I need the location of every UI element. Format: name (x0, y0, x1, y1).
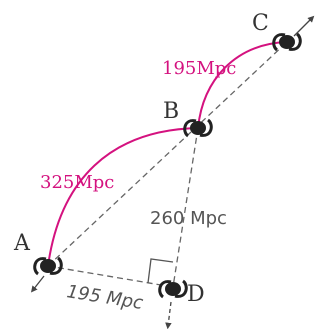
spiral-galaxy-icon (272, 32, 302, 52)
label-b: B (163, 99, 179, 124)
label-d: D (187, 282, 205, 307)
line-b-d (172, 127, 199, 288)
arrow-d (165, 301, 172, 330)
dashed-lines (47, 41, 288, 288)
spiral-galaxy-icon (183, 118, 213, 138)
galaxy-c (272, 32, 302, 52)
label-c: C (252, 11, 269, 36)
line-a-d (47, 265, 174, 288)
distance-bc: 195Mpc (162, 58, 236, 79)
label-a: A (13, 231, 31, 256)
distance-ad: 195 Mpc (65, 281, 144, 314)
distance-ab: 325Mpc (40, 172, 114, 193)
galaxy-b (183, 118, 213, 138)
galaxy-d (158, 279, 188, 299)
arc-a-b (47, 127, 199, 267)
spiral-galaxy-icon (33, 256, 63, 276)
distance-bd: 260 Mpc (150, 208, 227, 229)
arrow-c (293, 15, 315, 37)
galaxy-a (33, 256, 63, 276)
motion-arrows (30, 15, 315, 330)
arc-b-c (197, 41, 288, 129)
right-angle-marker (147, 258, 174, 284)
arrow-a (30, 275, 45, 293)
line-a-c (47, 41, 288, 267)
spiral-galaxy-icon (158, 279, 188, 299)
